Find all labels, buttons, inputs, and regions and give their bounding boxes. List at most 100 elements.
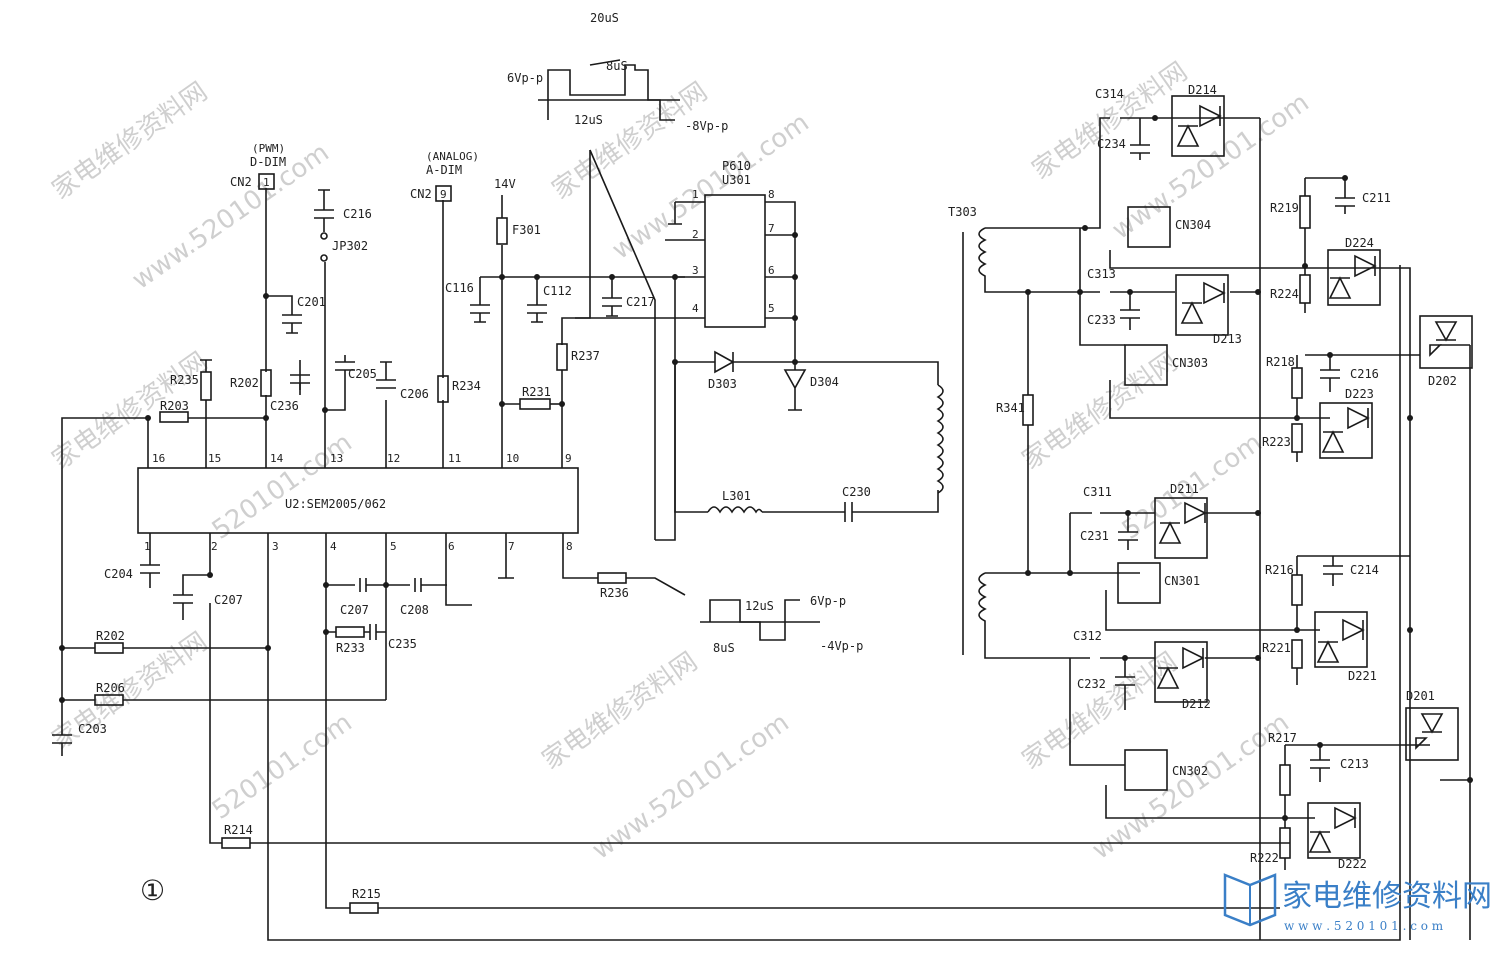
watermark-text: 家电维修资料网: [1017, 647, 1183, 776]
wave-period: 20uS: [590, 11, 619, 25]
pin-label: 9: [565, 452, 572, 465]
resistor-r222: [1279, 827, 1291, 859]
label-r216: R216: [1265, 563, 1294, 577]
label-d211: D211: [1170, 482, 1199, 496]
fuse-f301: [496, 217, 508, 245]
pin-label: 5: [768, 302, 775, 315]
cn2-dim-label: D-DIM: [250, 155, 286, 169]
u301-part: P610: [722, 159, 751, 173]
wave2-high: 6Vp-p: [810, 594, 846, 608]
capacitor-c205: [335, 355, 355, 371]
watermark-text: 家电维修资料网: [1017, 347, 1183, 476]
pin-label: 3: [272, 540, 279, 553]
cn2-mode: (ANALOG): [426, 150, 479, 163]
label-c216-right: C216: [1350, 367, 1379, 381]
pin-label: 10: [506, 452, 519, 465]
pin-label: 15: [208, 452, 221, 465]
label-c236: C236: [270, 399, 299, 413]
label-r233: R233: [336, 641, 365, 655]
capacitor-c216-left: [314, 189, 334, 232]
wave2-low: -4Vp-p: [820, 639, 863, 653]
label-cn301: CN301: [1164, 574, 1200, 588]
label-c234: C234: [1097, 137, 1126, 151]
label-d222: D222: [1338, 857, 1367, 871]
label-r214: R214: [224, 823, 253, 837]
ic-main-label: U2:SEM2005/062: [285, 497, 386, 511]
label-r234: R234: [452, 379, 481, 393]
label-c213: C213: [1340, 757, 1369, 771]
label-r231: R231: [522, 385, 551, 399]
pin-label: 1: [692, 188, 699, 201]
label-t303: T303: [948, 205, 977, 219]
label-l301: L301: [722, 489, 751, 503]
label-jp302: JP302: [332, 239, 368, 253]
watermark-text: 家电维修资料网: [47, 77, 213, 206]
connector-cn304: [1127, 206, 1171, 248]
pin-label: 3: [692, 264, 699, 277]
label-r221: R221: [1262, 641, 1291, 655]
diode-d222: [1307, 802, 1361, 859]
label-c231: C231: [1080, 529, 1109, 543]
diode-d212: [1154, 641, 1208, 703]
label-c214: C214: [1350, 563, 1379, 577]
pin-label: 16: [152, 452, 165, 465]
resistor-r217: [1279, 764, 1291, 796]
resistor-r203: [159, 411, 189, 423]
junction-dots-right: [1025, 115, 1473, 821]
capacitor-c201: [282, 314, 302, 334]
label-r202: R202: [230, 376, 259, 390]
resistor-r216: [1291, 574, 1303, 606]
figure-number: ①: [140, 874, 165, 907]
cn2-mode: (PWM): [252, 142, 285, 155]
label-c235: C235: [388, 637, 417, 651]
label-r218: R218: [1266, 355, 1295, 369]
diode-d223: [1319, 402, 1373, 459]
label-f301: F301: [512, 223, 541, 237]
watermark-url: 520101.com: [207, 428, 358, 546]
resistor-r231: [519, 398, 551, 410]
output-wiring: [962, 117, 1471, 940]
wiring-u301: [575, 149, 939, 540]
diode-d213: [1175, 274, 1229, 336]
label-r224: R224: [1270, 287, 1299, 301]
resistor-r237: [556, 343, 568, 371]
pin-label: 11: [448, 452, 461, 465]
pin-label: 7: [508, 540, 515, 553]
pin-label: 12: [387, 452, 400, 465]
logo-url: w w w . 5 2 0 1 0 1 . c o m: [1284, 919, 1444, 933]
resistor-r236: [597, 572, 627, 584]
site-logo: 家电维修资料网 w w w . 5 2 0 1 0 1 . c o m: [1223, 873, 1492, 933]
label-c116: C116: [445, 281, 474, 295]
resistor-r218: [1291, 367, 1303, 399]
label-c314: C314: [1095, 87, 1124, 101]
pin-label: 13: [330, 452, 343, 465]
resistor-r206: [94, 694, 124, 706]
wave-w2: 8uS: [606, 59, 628, 73]
watermark-url: www.520101.com: [1087, 708, 1295, 866]
diode-d214: [1171, 95, 1225, 157]
ic-u301: [704, 194, 766, 328]
diode-packages: [1154, 95, 1473, 859]
watermark-text: 家电维修资料网: [537, 647, 703, 776]
cn2-pin-number: 9: [440, 188, 447, 201]
pin-label: 4: [330, 540, 337, 553]
label-r215: R215: [352, 887, 381, 901]
capacitor-c236: [290, 360, 310, 395]
wave-high: 6Vp-p: [507, 71, 543, 85]
jumper-pad: [320, 232, 328, 240]
resistor-r233: [335, 626, 365, 638]
label-c313: C313: [1087, 267, 1116, 281]
watermark-url: www.520101.com: [587, 708, 795, 866]
label-r222: R222: [1250, 851, 1279, 865]
inductor-l301: [707, 506, 763, 514]
waveform-bottom: [700, 599, 820, 641]
label-r217: R217: [1268, 731, 1297, 745]
capacitor-c206: [376, 361, 396, 389]
cn2-pin-number: 1: [263, 176, 270, 189]
resistor-r215: [349, 902, 379, 914]
label-cn304: CN304: [1175, 218, 1211, 232]
diode-d202: [1419, 315, 1473, 369]
label-r202b: R202: [96, 629, 125, 643]
connector-cn302: [1124, 749, 1168, 791]
resistor-r219: [1299, 195, 1311, 229]
